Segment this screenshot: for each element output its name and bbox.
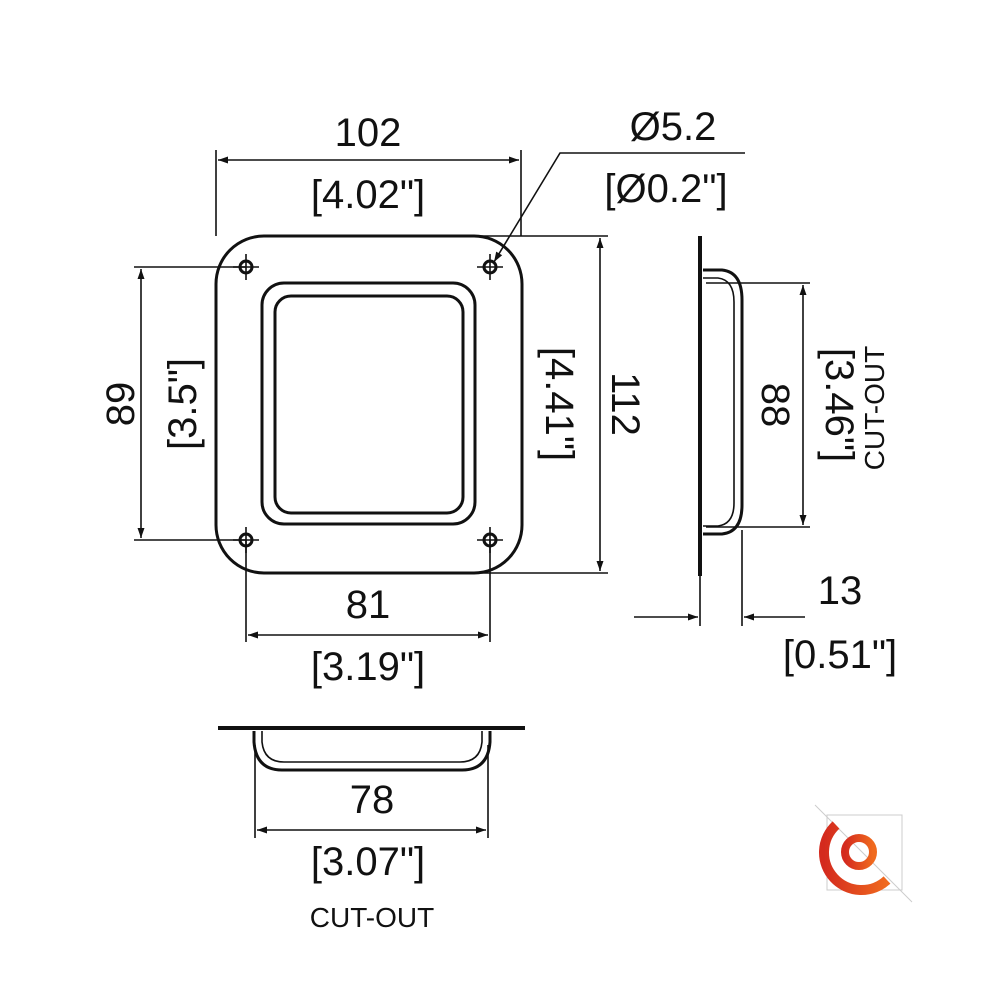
width-in: [4.02"] [311, 173, 425, 217]
hole-in: [Ø0.2"] [604, 167, 727, 211]
brand-logo [814, 804, 913, 903]
height-mm: 112 [603, 372, 647, 436]
cutout-h-in: [3.07"] [311, 840, 425, 884]
cutout-v-label: CUT-OUT [859, 346, 890, 470]
front-view [214, 234, 524, 575]
bottom-view: 78 [3.07"] CUT-OUT [218, 726, 525, 933]
cutout-v-mm: 88 [753, 383, 797, 428]
dimension-hole: Ø5.2 [Ø0.2"] [493, 105, 745, 263]
depth-in: [0.51"] [783, 633, 897, 677]
cutout-h-mm: 78 [350, 778, 395, 822]
dimension-depth: 13 [0.51"] [634, 530, 897, 677]
hole-spacing-v-in: [3.5"] [161, 358, 205, 450]
height-in: [4.41"] [537, 347, 581, 461]
width-mm: 102 [335, 111, 402, 155]
side-view: 88 [3.46"] CUT-OUT [698, 236, 890, 576]
dimension-hole-spacing-vertical: 89 [3.5"] [99, 266, 246, 541]
dimension-width: 102 [4.02"] [215, 111, 522, 236]
hole-spacing-h-mm: 81 [346, 583, 391, 627]
cutout-v-in: [3.46"] [817, 348, 861, 462]
dimension-hole-spacing-horizontal: 81 [3.19"] [245, 540, 491, 689]
cutout-h-label: CUT-OUT [310, 902, 434, 933]
hole-spacing-h-in: [3.19"] [311, 645, 425, 689]
hole-spacing-v-mm: 89 [99, 382, 143, 427]
dimension-height: 112 [4.41"] [470, 235, 647, 574]
hole-mm: Ø5.2 [630, 105, 717, 149]
depth-mm: 13 [818, 569, 863, 613]
